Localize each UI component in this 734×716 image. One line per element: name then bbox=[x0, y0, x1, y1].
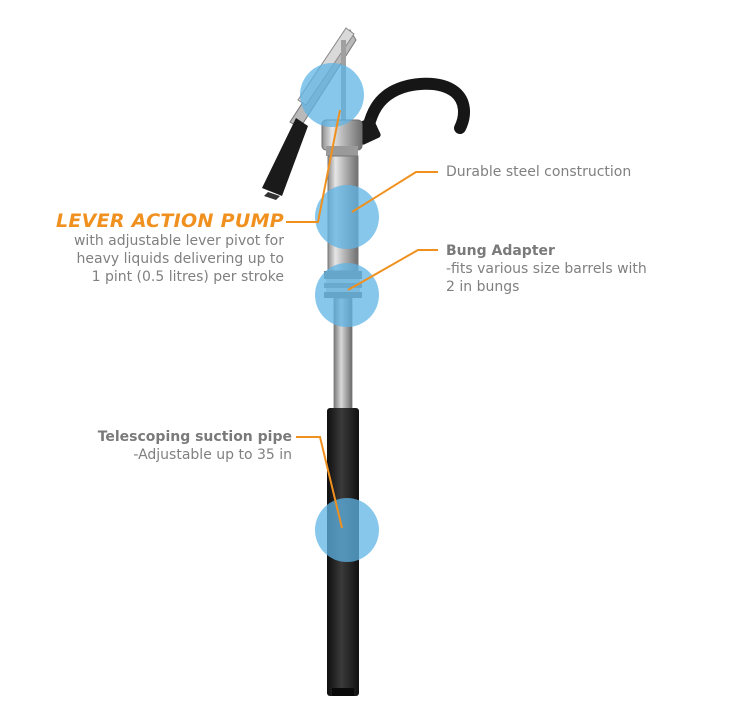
steel-title: Durable steel construction bbox=[446, 164, 632, 180]
lever-line-2: heavy liquids delivering up to bbox=[76, 251, 284, 267]
leader-steel bbox=[351, 171, 438, 213]
lever-line-3: 1 pint (0.5 litres) per stroke bbox=[91, 269, 284, 285]
highlight-cylinder bbox=[315, 185, 379, 249]
bung-callout: Bung Adapter -fits various size barrels … bbox=[446, 242, 647, 296]
suction-line-1: -Adjustable up to 35 in bbox=[133, 447, 292, 463]
bung-title: Bung Adapter bbox=[446, 243, 555, 259]
steel-callout: Durable steel construction bbox=[446, 163, 631, 181]
lever-callout: LEVER ACTION PUMP with adjustable lever … bbox=[56, 210, 284, 286]
highlight-lever-pivot bbox=[300, 63, 364, 127]
bung-line-2: 2 in bungs bbox=[446, 279, 520, 295]
lever-line-1: with adjustable lever pivot for bbox=[73, 233, 284, 249]
leader-bung bbox=[347, 249, 438, 291]
lever-headline: LEVER ACTION PUMP bbox=[55, 210, 284, 232]
leader-lever bbox=[286, 109, 341, 223]
spout bbox=[362, 77, 470, 134]
suction-title: Telescoping suction pipe bbox=[97, 429, 292, 445]
highlight-bung bbox=[315, 263, 379, 327]
highlight-suction bbox=[315, 498, 379, 562]
bung-line-1: -fits various size barrels with bbox=[446, 261, 647, 277]
suction-callout: Telescoping suction pipe -Adjustable up … bbox=[98, 428, 292, 464]
leader-suction bbox=[296, 436, 343, 529]
